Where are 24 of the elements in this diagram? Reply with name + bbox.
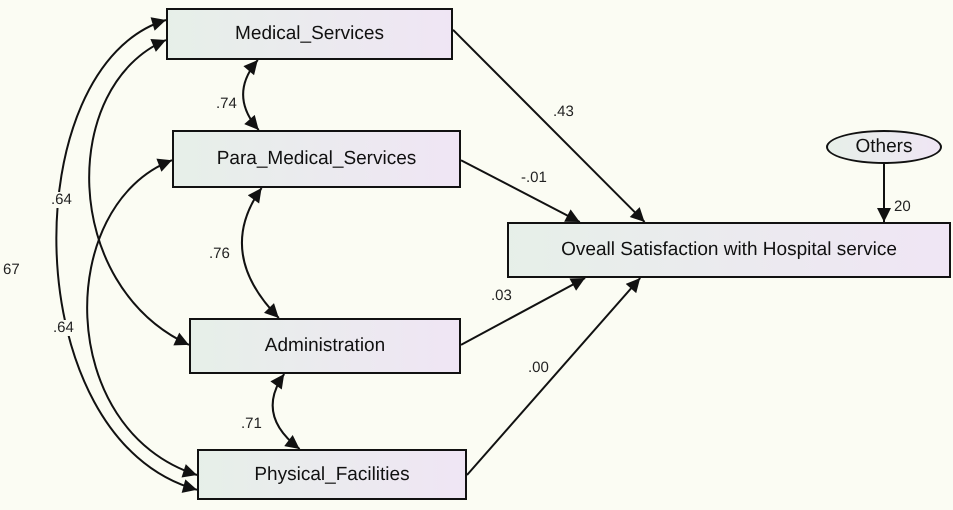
double-headed-arrow — [56, 19, 198, 491]
arrow — [466, 277, 641, 476]
variable-box — [172, 130, 461, 188]
arrow — [877, 164, 891, 222]
arrow — [460, 159, 580, 223]
arrow — [452, 29, 646, 223]
double-headed-arrow — [242, 59, 260, 131]
node-label: Administration — [264, 335, 386, 357]
double-headed-arrow — [240, 187, 280, 319]
arrow — [460, 277, 586, 346]
double-headed-arrow — [88, 39, 190, 346]
node-label: Physical_Facilities — [254, 464, 410, 486]
double-headed-arrow — [270, 373, 300, 450]
node-label: Medical_Services — [235, 23, 384, 45]
node-label: Oveall Satisfaction with Hospital service — [561, 239, 897, 261]
variable-box — [166, 8, 453, 60]
coefficient-label: .64 — [50, 192, 73, 208]
variable-box — [197, 449, 467, 500]
variable-box — [507, 222, 951, 278]
node-label: Others — [855, 136, 913, 158]
coefficient-label: .64 — [52, 320, 75, 336]
node-label: Para_Medical_Services — [216, 148, 416, 170]
variable-box — [189, 318, 461, 374]
double-headed-arrow — [86, 159, 198, 476]
